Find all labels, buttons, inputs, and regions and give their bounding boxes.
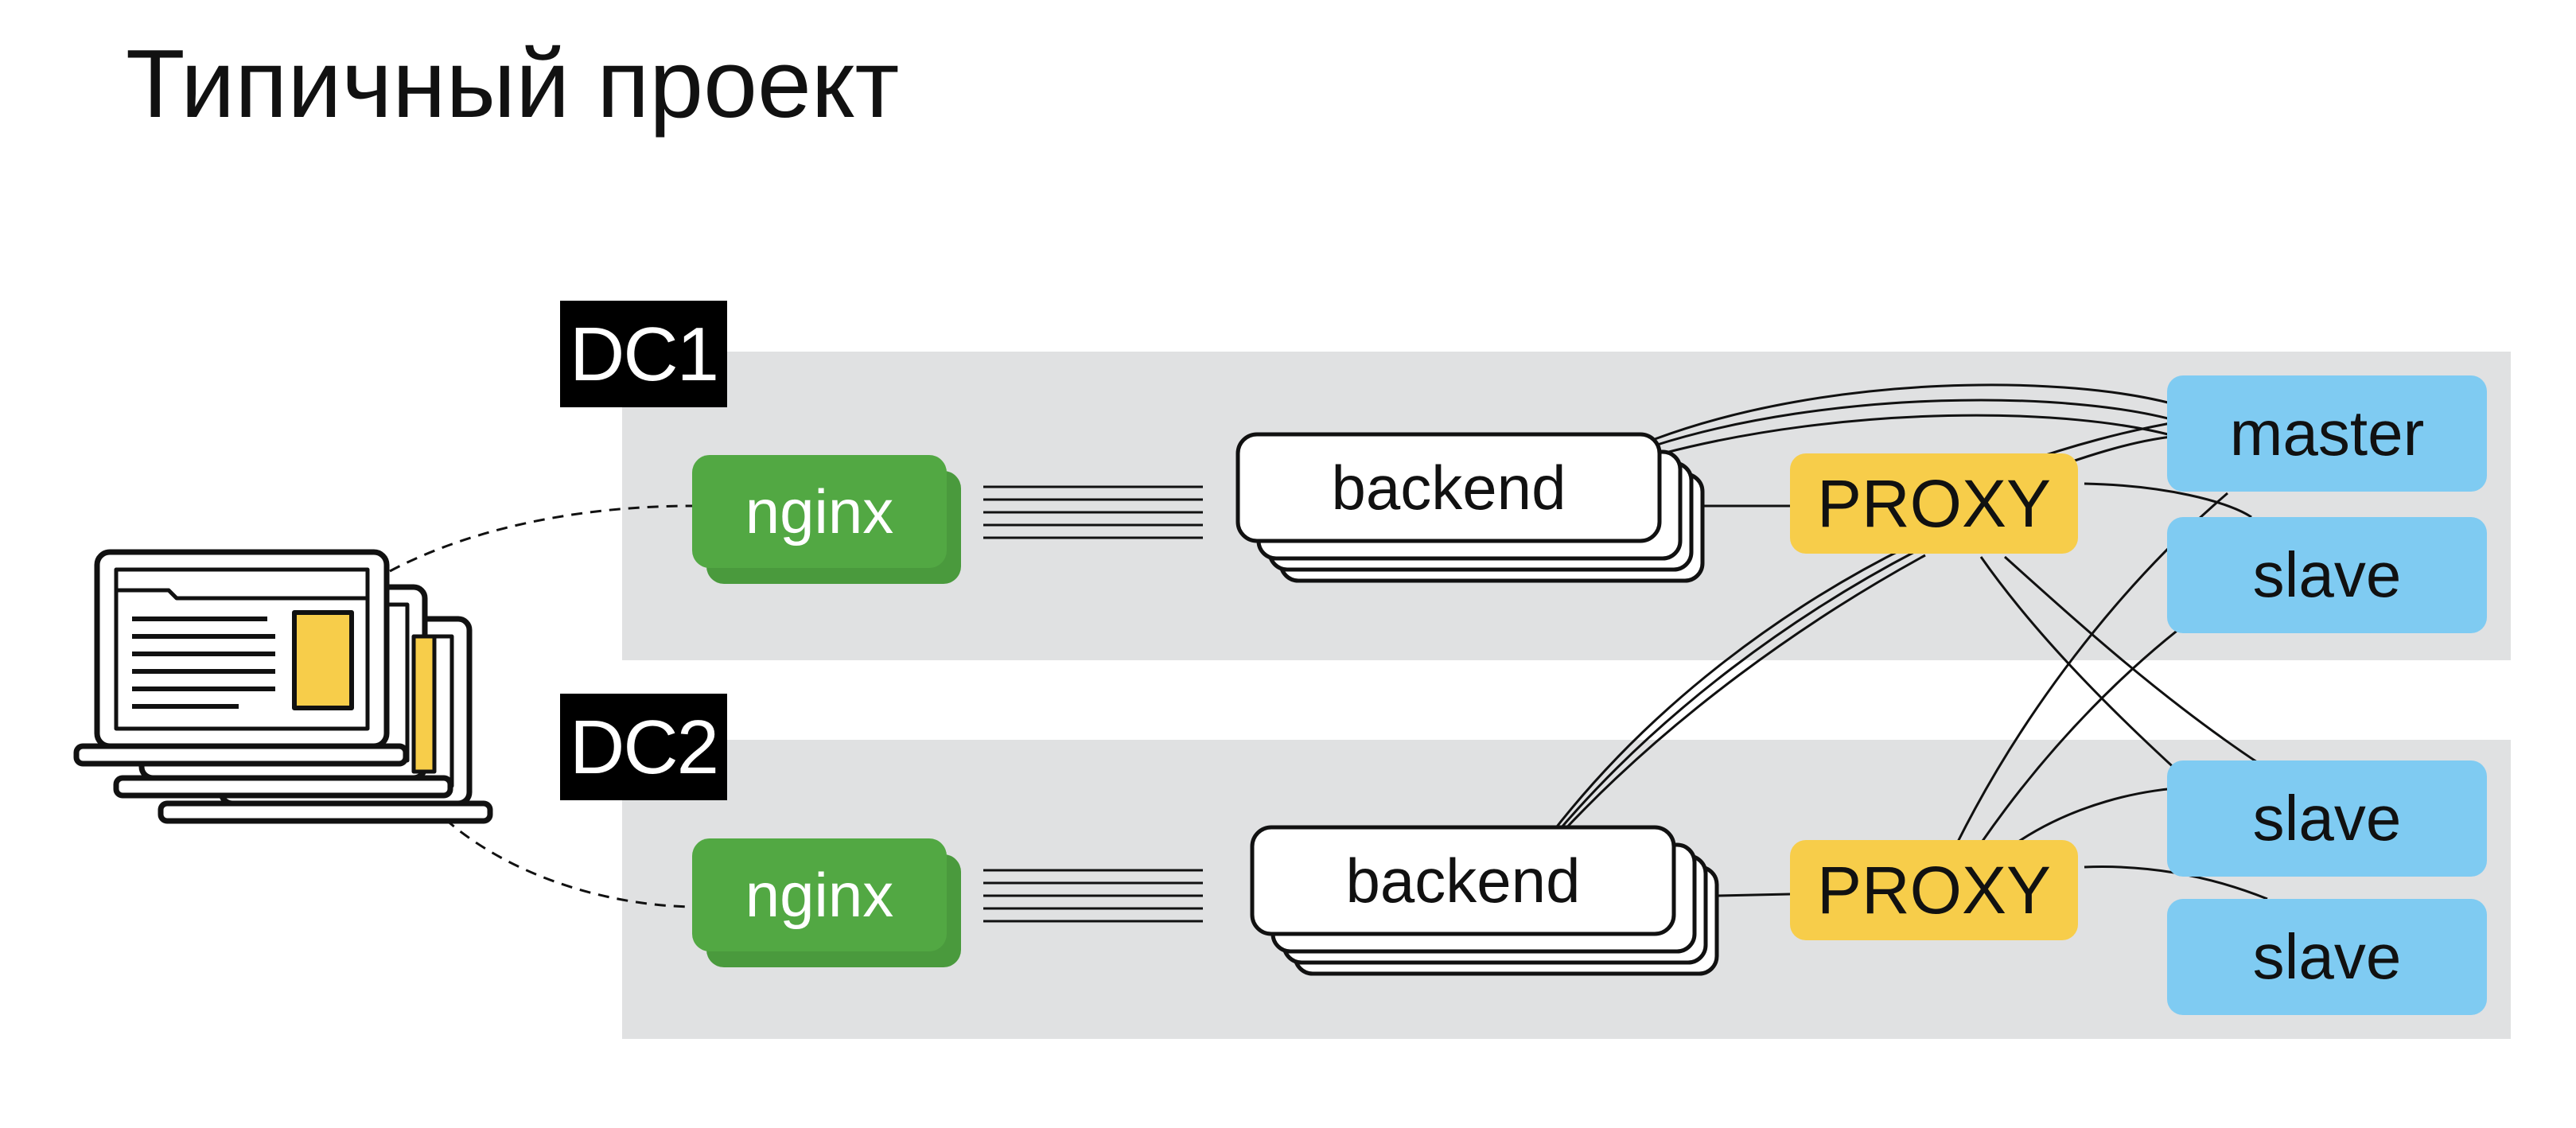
proxy-dc1-box (1790, 453, 2078, 554)
nginx1-backend-lines (983, 485, 1203, 539)
nginx2-backend-lines (983, 869, 1203, 923)
client-to-nginx2-connection (445, 818, 693, 908)
backend-dc2-box (1250, 825, 1719, 976)
page-title: Типичный проект (126, 29, 900, 138)
slave-dc2a-db-box (2167, 760, 2487, 877)
slave-dc2b-db-box (2167, 899, 2487, 1015)
proxy-dc2-box (1790, 840, 2078, 940)
backend2-proxy2-connection (1718, 893, 1791, 897)
nginx-dc1-box (692, 455, 961, 584)
laptop-stack-icon (73, 549, 493, 824)
laptop-front-icon (73, 549, 409, 767)
dc1-label: DC1 (560, 301, 728, 407)
slave-dc1-db-box (2167, 517, 2487, 633)
master-db-box (2167, 375, 2487, 492)
backend-dc1-box (1235, 432, 1705, 583)
client-to-nginx1-connection (389, 504, 693, 573)
replication-connections (1550, 383, 2292, 900)
dc2-label: DC2 (560, 694, 728, 800)
nginx-dc2-box (692, 838, 961, 967)
